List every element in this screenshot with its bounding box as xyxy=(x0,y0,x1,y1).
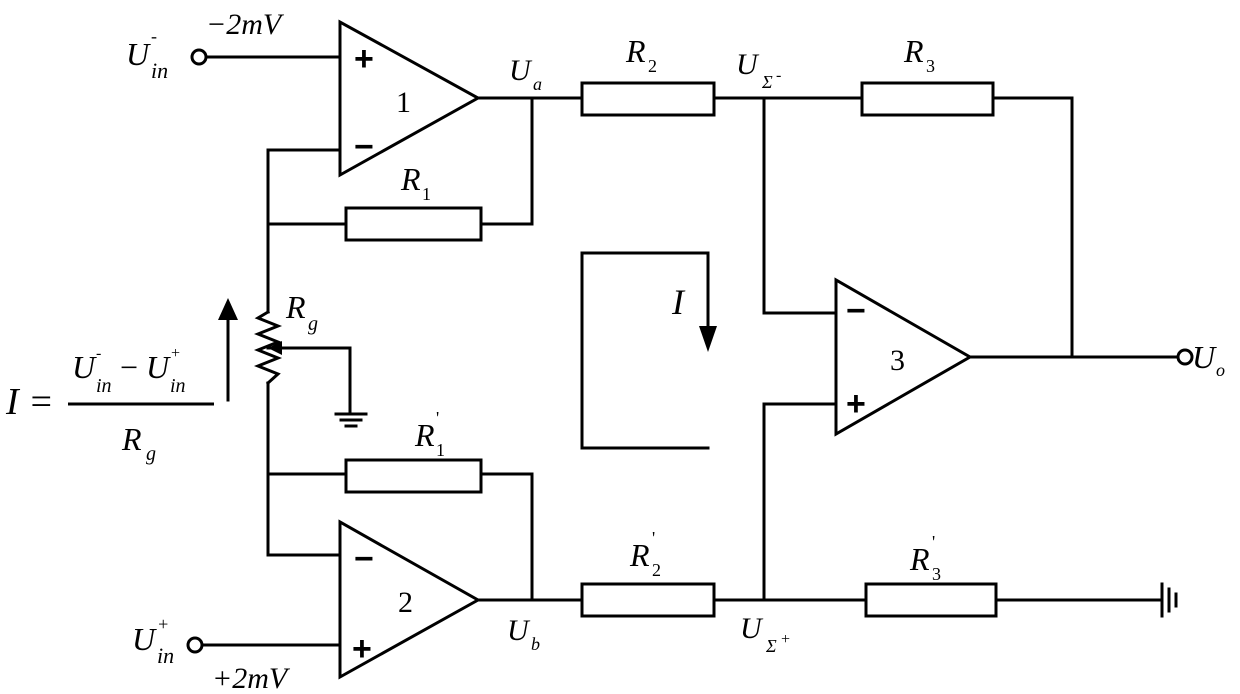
svg-text:b: b xyxy=(531,634,540,654)
op-amp-3: − + 3 xyxy=(836,280,970,434)
svg-text:Σ: Σ xyxy=(761,72,773,92)
svg-text:R: R xyxy=(400,161,421,197)
svg-text:I =: I = xyxy=(5,381,54,423)
label-ub: U b xyxy=(507,614,540,654)
resistor-r1 xyxy=(346,208,481,240)
label-r1: R 1 xyxy=(400,161,431,204)
svg-text:R: R xyxy=(909,541,930,577)
svg-text:R: R xyxy=(414,417,435,453)
label-uin-plus: U + in xyxy=(132,614,174,668)
svg-text:in: in xyxy=(96,375,112,397)
svg-text:−: − xyxy=(354,128,374,166)
svg-text:R: R xyxy=(903,33,924,69)
label-plus-2mv: +2mV xyxy=(212,662,291,694)
resistor-r3 xyxy=(862,83,993,115)
svg-text:a: a xyxy=(533,74,542,94)
svg-text:': ' xyxy=(932,532,935,552)
svg-text:U: U xyxy=(736,48,760,81)
svg-text:U: U xyxy=(72,349,97,385)
svg-text:-: - xyxy=(151,26,157,46)
ground-icon-right xyxy=(1162,584,1176,616)
label-usigma-plus: U Σ + xyxy=(740,612,791,656)
svg-text:g: g xyxy=(308,313,318,335)
label-r2: R 2 xyxy=(625,33,657,76)
op-amp-1: + − 1 xyxy=(340,22,478,175)
svg-text:U: U xyxy=(507,614,531,647)
svg-text:': ' xyxy=(652,528,655,548)
voltage-arrow-icon xyxy=(218,298,238,400)
svg-text:U: U xyxy=(509,54,533,87)
svg-text:U: U xyxy=(132,621,157,657)
current-arrow-icon xyxy=(699,326,717,352)
label-uin-minus: U - in xyxy=(126,26,168,83)
op-amp-2: − + 2 xyxy=(340,522,478,677)
svg-text:3: 3 xyxy=(890,344,905,377)
label-r1-prime: R 1 ' xyxy=(414,408,445,460)
svg-text:+: + xyxy=(354,40,374,78)
svg-text:in: in xyxy=(157,643,174,668)
resistor-r3-prime xyxy=(866,584,996,616)
svg-text:2: 2 xyxy=(652,560,661,580)
svg-text:1: 1 xyxy=(436,440,445,460)
svg-text:+: + xyxy=(352,630,372,668)
svg-text:U: U xyxy=(1192,339,1217,375)
svg-text:−: − xyxy=(120,349,138,385)
ground-icon xyxy=(336,414,366,426)
label-current-i: I xyxy=(671,282,686,322)
label-rg: R g xyxy=(285,289,318,335)
svg-text:R: R xyxy=(285,289,306,325)
svg-text:+: + xyxy=(846,385,866,423)
svg-text:+: + xyxy=(157,614,169,634)
current-formula: I = U in - − U in + R g xyxy=(5,345,214,465)
svg-text:3: 3 xyxy=(926,56,935,76)
label-r3: R 3 xyxy=(903,33,935,76)
svg-text:R: R xyxy=(629,537,650,573)
svg-text:2: 2 xyxy=(648,56,657,76)
svg-text:o: o xyxy=(1216,360,1225,380)
svg-text:in: in xyxy=(151,58,168,83)
label-r2-prime: R 2 ' xyxy=(629,528,661,580)
svg-text:U: U xyxy=(740,612,764,645)
terminal-uo xyxy=(1178,350,1192,364)
svg-text:2: 2 xyxy=(398,586,413,619)
label-ua: U a xyxy=(509,54,542,94)
svg-text:+: + xyxy=(170,345,181,362)
svg-text:-: - xyxy=(776,67,781,84)
terminal-uin-plus xyxy=(188,638,202,652)
terminal-uin-minus xyxy=(192,50,206,64)
svg-text:-: - xyxy=(96,345,101,362)
label-usigma-minus: U Σ - xyxy=(736,48,781,92)
svg-text:−: − xyxy=(354,540,374,578)
svg-text:R: R xyxy=(121,421,142,457)
svg-text:in: in xyxy=(170,375,186,397)
svg-text:3: 3 xyxy=(932,564,941,584)
svg-text:g: g xyxy=(146,443,156,465)
svg-text:+: + xyxy=(780,631,791,648)
svg-text:1: 1 xyxy=(422,184,431,204)
svg-text:1: 1 xyxy=(396,86,411,119)
svg-text:Σ: Σ xyxy=(765,636,777,656)
svg-text:': ' xyxy=(436,408,439,428)
resistor-r1-prime xyxy=(346,460,481,492)
label-minus-2mv: −2mV xyxy=(206,8,285,41)
resistor-r2-prime xyxy=(582,584,714,616)
label-uo: U o xyxy=(1192,339,1225,380)
svg-text:R: R xyxy=(625,33,646,69)
svg-text:−: − xyxy=(846,292,866,330)
label-r3-prime: R 3 ' xyxy=(909,532,941,584)
svg-text:U: U xyxy=(146,349,171,385)
svg-text:U: U xyxy=(126,36,151,72)
resistor-r2 xyxy=(582,83,714,115)
